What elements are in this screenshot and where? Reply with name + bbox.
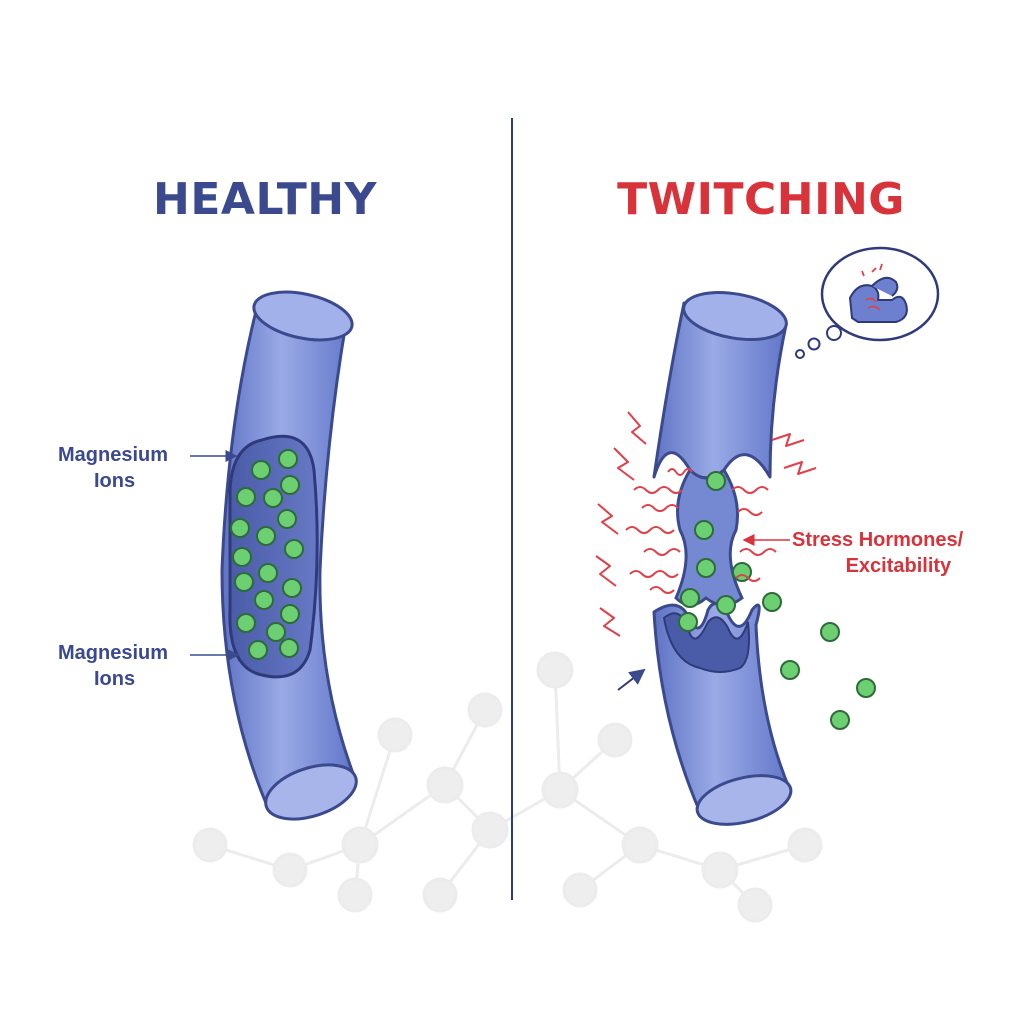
magnesium-ion (716, 595, 736, 615)
twitch-direction-arrow (617, 668, 646, 691)
flexed-bicep-icon (849, 263, 908, 323)
magnesium-ion (279, 638, 299, 658)
magnesium-ion (278, 449, 298, 469)
magnesium-ions-label-lower: Magnesium Ions (58, 640, 168, 692)
twitching-title: TWITCHING (617, 174, 905, 225)
magnesium-ion (263, 488, 283, 508)
healthy-title: HEALTHY (153, 174, 377, 225)
magnesium-ions-label-upper: Magnesium Ions (58, 442, 168, 494)
magnesium-ion (266, 622, 286, 642)
label-line: Excitability (845, 555, 952, 577)
magnesium-ion (820, 622, 840, 642)
magnesium-ion (258, 563, 278, 583)
label-line: Stress Hormones/ (792, 529, 964, 551)
twitching-muscle-fiber (652, 291, 793, 826)
label-line: Magnesium (58, 642, 169, 664)
magnesium-ion (256, 526, 276, 546)
healthy-magnesium-ions (230, 449, 304, 660)
label-line: Magnesium (58, 444, 169, 466)
magnesium-ion (277, 509, 297, 529)
label-line: Ions (94, 668, 136, 690)
magnesium-ion (251, 460, 271, 480)
magnesium-ion (706, 471, 726, 491)
magnesium-ion (678, 612, 698, 632)
magnesium-ion (232, 547, 252, 567)
magnesium-ion (236, 613, 256, 633)
magnesium-ion (680, 588, 700, 608)
magnesium-ion (696, 558, 716, 578)
magnesium-ion (694, 520, 714, 540)
magnesium-ion (248, 640, 268, 660)
stress-hormones-label: Stress Hormones/ Excitability (792, 527, 963, 579)
magnesium-ion (280, 475, 300, 495)
magnesium-ion (254, 590, 274, 610)
magnesium-ion (762, 592, 782, 612)
magnesium-ion (284, 539, 304, 559)
background-network (192, 651, 823, 923)
magnesium-ion (830, 710, 850, 730)
magnesium-ion (234, 572, 254, 592)
magnesium-ion (780, 660, 800, 680)
magnesium-ion (230, 518, 250, 538)
magnesium-ion (236, 487, 256, 507)
magnesium-ion (282, 578, 302, 598)
stress-squiggles (595, 411, 817, 637)
magnesium-ion (280, 604, 300, 624)
label-line: Ions (94, 470, 136, 492)
twitching-magnesium-ions (678, 471, 876, 730)
magnesium-ion (856, 678, 876, 698)
